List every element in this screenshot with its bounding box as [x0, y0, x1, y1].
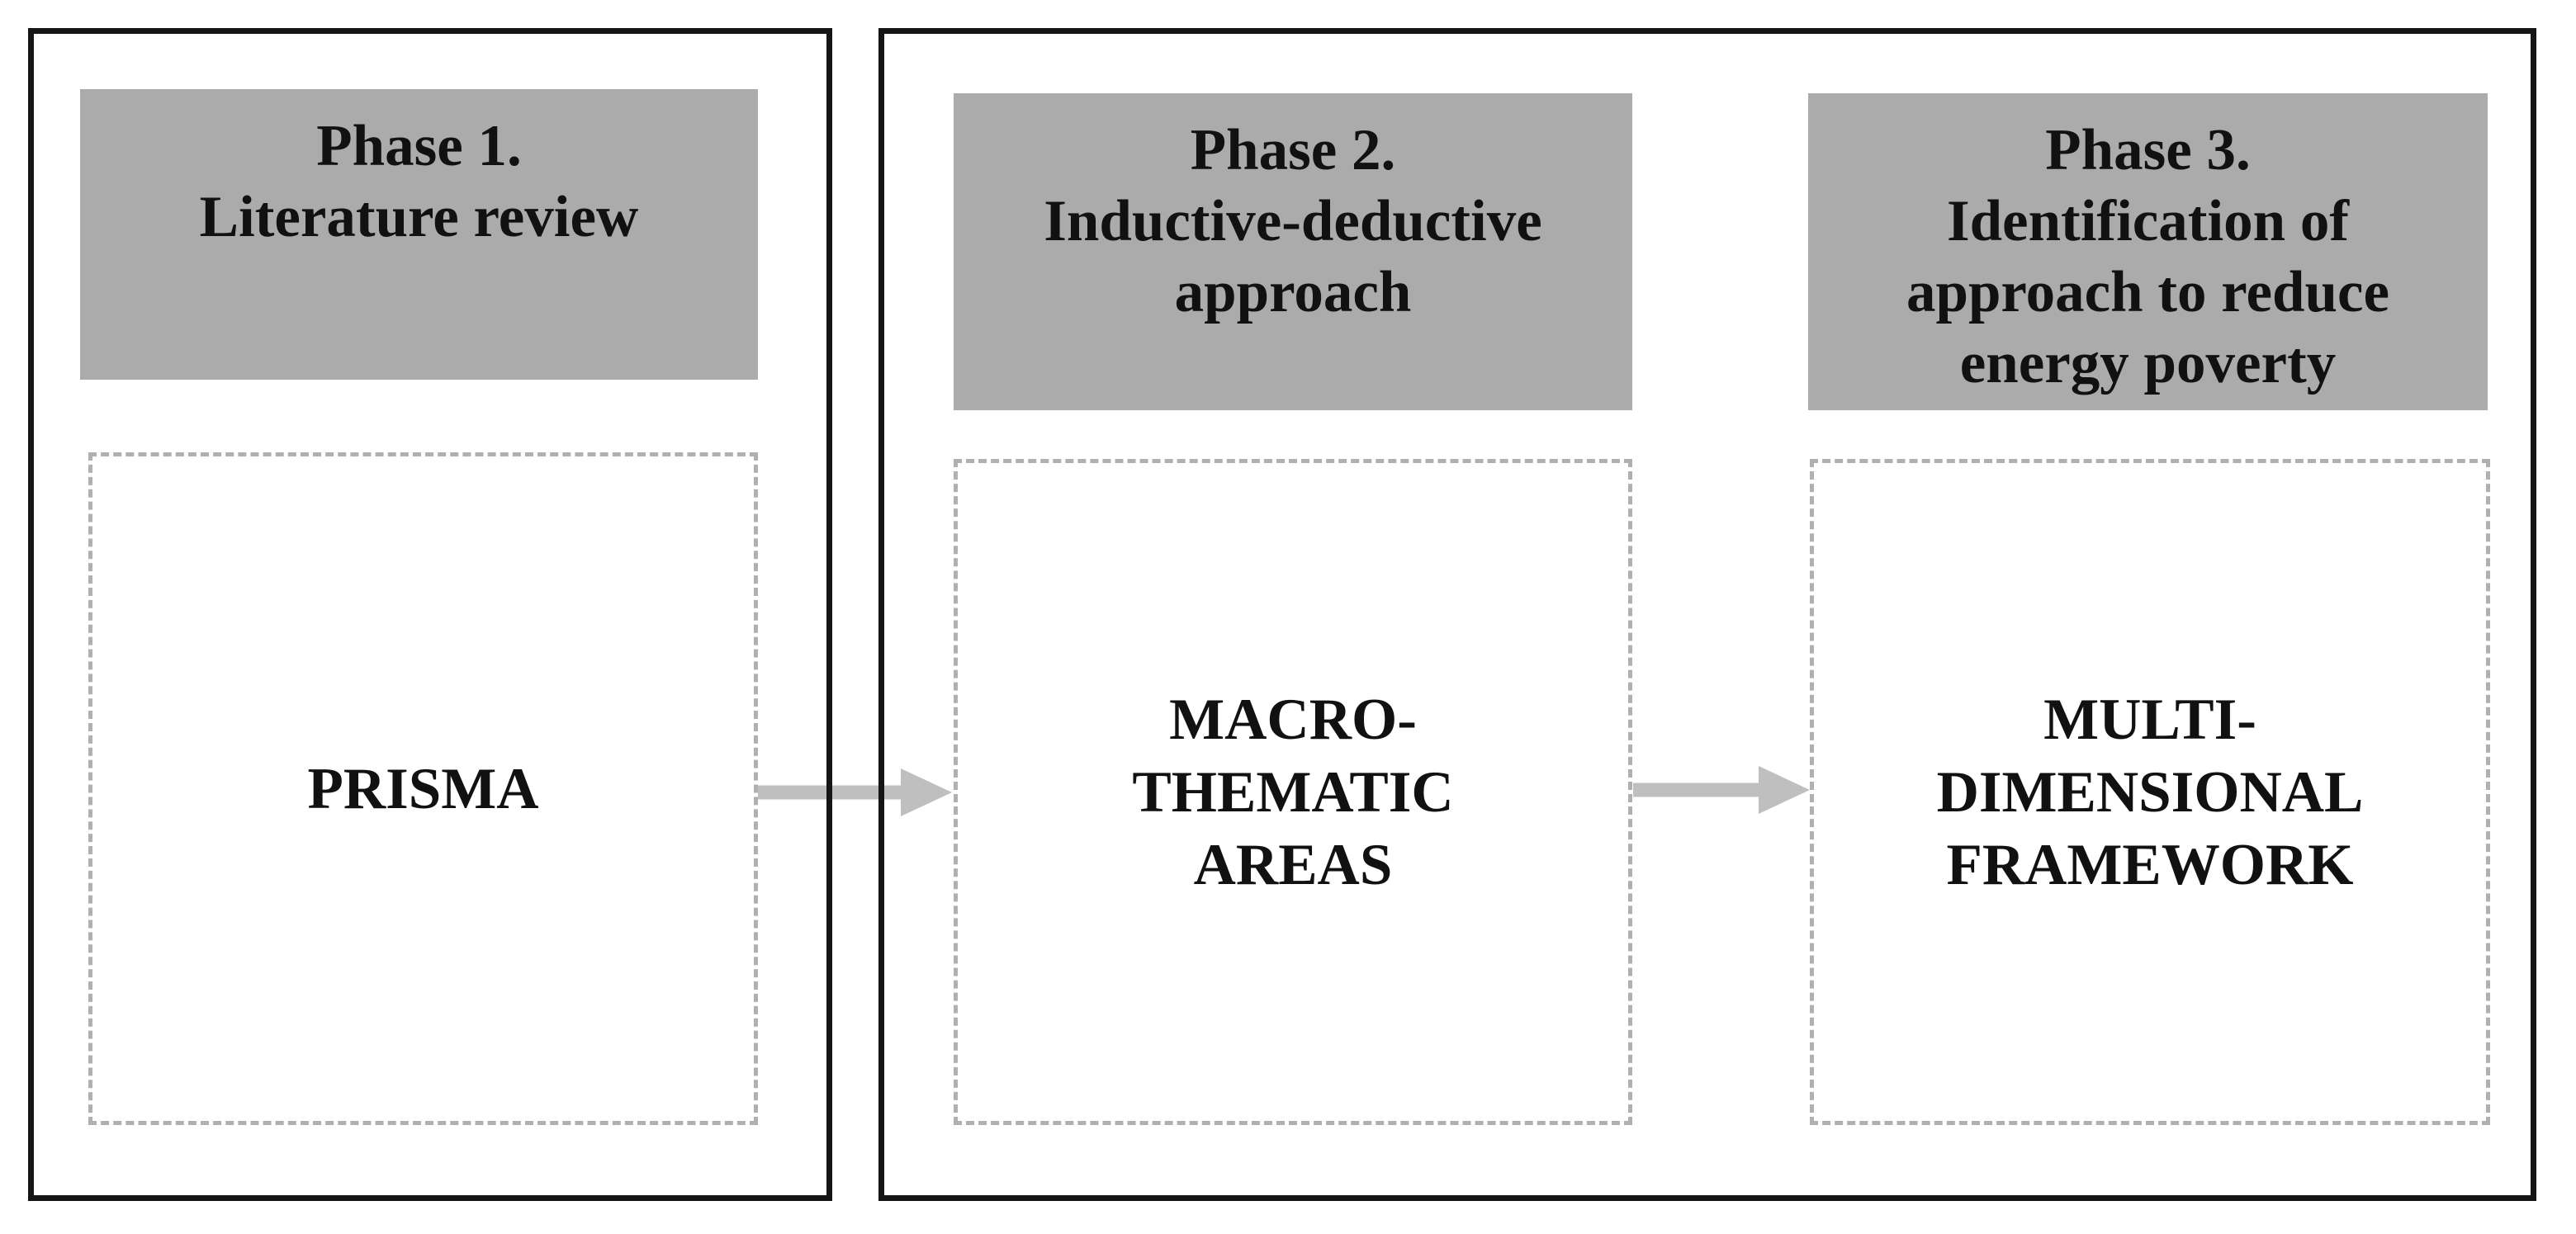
phase-2-header: Phase 2. Inductive-deductive approach [954, 93, 1632, 410]
phase-3-header: Phase 3. Identification of approach to r… [1808, 93, 2488, 410]
macro-thematic-areas-box: MACRO- THEMATIC AREAS [954, 459, 1632, 1125]
phase-1-panel [28, 28, 832, 1201]
arrow-shaft [1633, 782, 1763, 797]
phase-2-3-panel [878, 28, 2536, 1201]
phase-1-header: Phase 1. Literature review [80, 89, 758, 380]
arrow-head-icon [1759, 766, 1810, 814]
arrow-head-icon [901, 768, 952, 816]
prisma-box: PRISMA [88, 452, 758, 1125]
multidimensional-framework-box: MULTI- DIMENSIONAL FRAMEWORK [1810, 459, 2490, 1125]
flow-arrow-macro-to-framework [1633, 760, 1810, 820]
flow-arrow-prisma-to-macro [758, 763, 952, 822]
